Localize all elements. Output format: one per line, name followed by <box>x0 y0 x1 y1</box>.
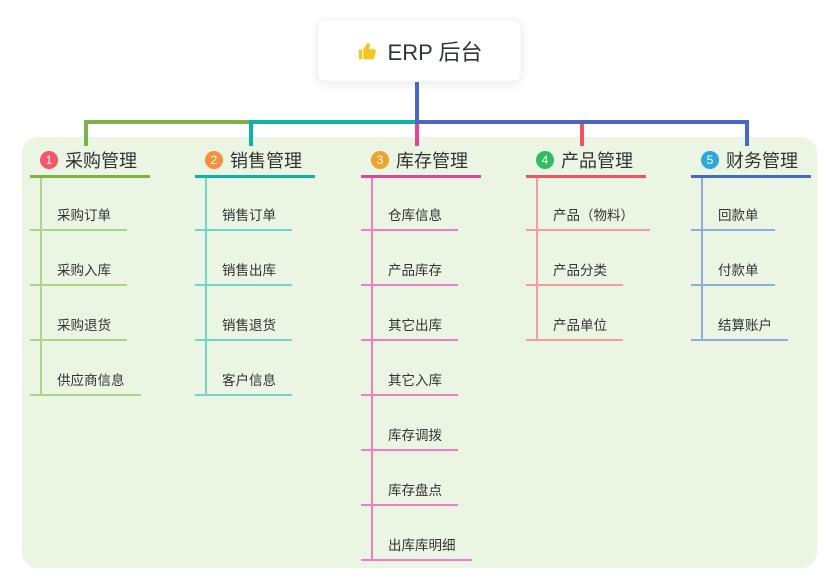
branch-title: 财务管理 <box>726 151 798 171</box>
child-node[interactable]: 库存盘点 <box>361 478 458 506</box>
root-node-label: ERP 后台 <box>387 39 483 65</box>
child-node[interactable]: 销售退货 <box>195 313 292 341</box>
child-node[interactable]: 客户信息 <box>195 368 292 396</box>
branch-node-5[interactable]: 5 财务管理 <box>701 147 798 173</box>
child-node[interactable]: 仓库信息 <box>361 203 458 231</box>
child-node[interactable]: 销售订单 <box>195 203 292 231</box>
branch-node-1[interactable]: 1 采购管理 <box>40 147 137 173</box>
child-node[interactable]: 库存调拨 <box>361 423 458 451</box>
branch-number-badge: 3 <box>371 151 389 169</box>
child-node[interactable]: 采购退货 <box>30 313 127 341</box>
branch-number-badge: 5 <box>701 151 719 169</box>
connector-trunk-left <box>84 120 253 124</box>
branch-node-2[interactable]: 2 销售管理 <box>205 147 302 173</box>
branch-title: 库存管理 <box>396 151 468 171</box>
branch-child-line-2 <box>205 178 207 396</box>
connector-drop-3 <box>415 120 419 146</box>
connector-drop-5 <box>745 120 749 146</box>
branch-title: 销售管理 <box>230 151 302 171</box>
child-node[interactable]: 采购订单 <box>30 203 127 231</box>
child-node[interactable]: 供应商信息 <box>30 368 141 396</box>
branch-number-badge: 1 <box>40 151 58 169</box>
branch-title: 采购管理 <box>65 151 137 171</box>
child-node[interactable]: 其它出库 <box>361 313 458 341</box>
branch-node-3[interactable]: 3 库存管理 <box>371 147 468 173</box>
connector-trunk-midleft <box>249 120 419 124</box>
branch-underline-1 <box>30 175 150 178</box>
thumbs-up-icon <box>357 40 379 62</box>
branch-underline-4 <box>526 175 646 178</box>
child-node[interactable]: 出库库明细 <box>361 533 472 561</box>
root-node[interactable]: ERP 后台 <box>317 19 522 82</box>
child-node[interactable]: 产品单位 <box>526 313 623 341</box>
connector-trunk-right <box>415 120 749 124</box>
child-node[interactable]: 其它入库 <box>361 368 458 396</box>
child-node[interactable]: 销售出库 <box>195 258 292 286</box>
connector-drop-4 <box>580 120 584 146</box>
branch-child-line-4 <box>536 178 538 341</box>
branch-number-badge: 4 <box>536 151 554 169</box>
branches-panel <box>22 137 817 568</box>
child-node[interactable]: 产品（物料） <box>526 203 650 231</box>
branch-child-line-1 <box>40 178 42 396</box>
branch-number-badge: 2 <box>205 151 223 169</box>
branch-child-line-3 <box>371 178 373 561</box>
child-node[interactable]: 产品库存 <box>361 258 458 286</box>
child-node[interactable]: 采购入库 <box>30 258 127 286</box>
branch-underline-2 <box>195 175 315 178</box>
connector-drop-2 <box>249 120 253 146</box>
child-node[interactable]: 回款单 <box>691 203 775 231</box>
branch-title: 产品管理 <box>561 151 633 171</box>
branch-node-4[interactable]: 4 产品管理 <box>536 147 633 173</box>
child-node[interactable]: 付款单 <box>691 258 775 286</box>
branch-child-line-5 <box>701 178 703 341</box>
child-node[interactable]: 产品分类 <box>526 258 623 286</box>
child-node[interactable]: 结算账户 <box>691 313 788 341</box>
branch-underline-5 <box>691 175 811 178</box>
connector-drop-1 <box>84 120 88 146</box>
connector-root-stem <box>415 82 419 124</box>
branch-underline-3 <box>361 175 481 178</box>
